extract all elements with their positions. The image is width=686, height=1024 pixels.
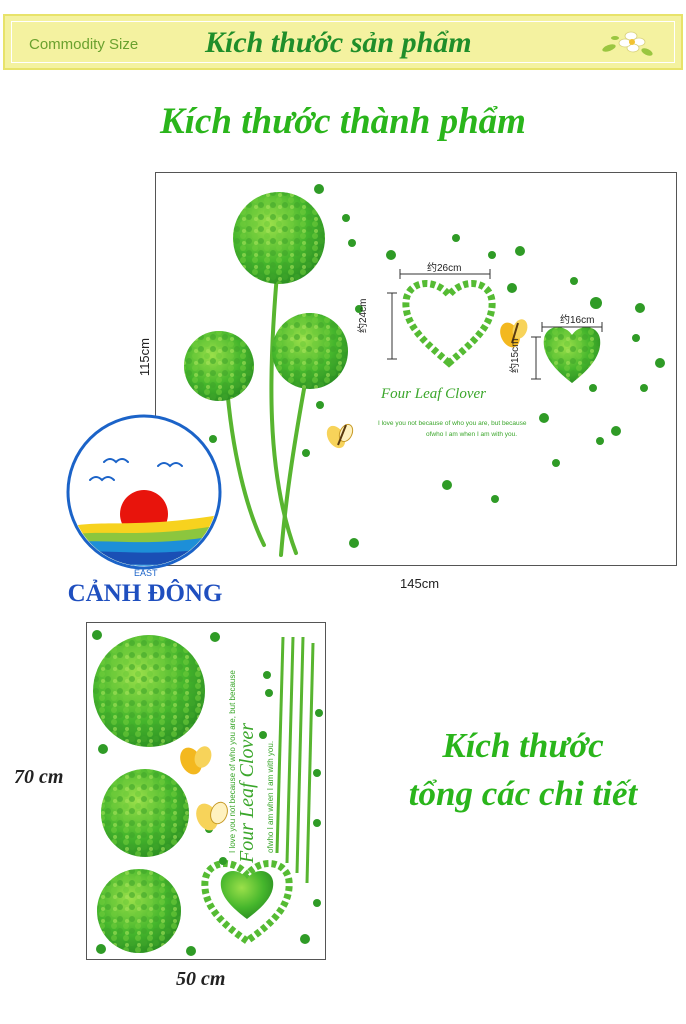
decal-title: Four Leaf Clover xyxy=(380,386,486,402)
finished-width-label: 145cm xyxy=(400,576,440,591)
decal-quote-line1: I love you not because of who you are, b… xyxy=(378,420,527,427)
parts-size-heading: Kích thước tổng các chi tiết xyxy=(360,722,686,818)
clover-ball-part xyxy=(101,769,189,857)
parts-sheet: Four Leaf Clover I love you not because … xyxy=(92,630,323,956)
parts-sheet-illustration: Four Leaf Clover I love you not because … xyxy=(86,622,326,960)
parts-width-label: 50 cm xyxy=(176,968,226,990)
clover-ball-part xyxy=(93,635,205,747)
flower-icon xyxy=(602,31,653,56)
butterfly-icon xyxy=(326,423,354,449)
clover-ball-right xyxy=(272,313,348,389)
brand-name: CẢNH ĐÔNG xyxy=(67,580,223,607)
heart-small-width-label: 约16cm xyxy=(560,313,594,326)
clover-ball-left xyxy=(184,331,254,401)
parts-heading-line1: Kích thước xyxy=(442,726,604,765)
logo-word: EAST xyxy=(134,568,158,578)
banner-title: Kích thước sản phẩm xyxy=(205,26,472,59)
heart-big-width-label: 约26cm xyxy=(427,261,461,274)
butterfly-icon xyxy=(196,801,228,831)
heart-small-height-label: 约15cm xyxy=(508,339,521,373)
decal-illustration: 约26cm 约24cm 约16cm 约15cm Four Leaf Clover… xyxy=(184,184,665,557)
parts-height-label: 70 cm xyxy=(14,766,64,788)
finished-size-heading: Kích thước thành phẩm xyxy=(160,101,526,142)
sheet-quote-line1: I love you not because of who you are, b… xyxy=(228,670,237,853)
butterfly-icon xyxy=(500,319,528,348)
sheet-decal-title: Four Leaf Clover xyxy=(236,723,258,864)
brand-logo: EAST xyxy=(66,414,222,578)
banner-label-en: Commodity Size xyxy=(29,36,139,53)
heart-big-height-label: 约24cm xyxy=(356,299,369,333)
finished-product-illustration: 约26cm 约24cm 约16cm 约15cm Four Leaf Clover… xyxy=(155,172,677,566)
banner-frame xyxy=(11,21,675,63)
clover-ball-part xyxy=(97,869,181,953)
sheet-quote-line2: ofwho I am when I am with you. xyxy=(266,741,275,853)
finished-height-label: 115cm xyxy=(137,338,152,377)
decal-quote-line2: ofwho I am when I am with you. xyxy=(426,431,517,438)
butterfly-icon xyxy=(180,746,212,775)
clover-ball-top xyxy=(233,192,325,284)
parts-heading-line2: tổng các chi tiết xyxy=(408,774,638,813)
header-banner: Commodity Size Kích thước sản phẩm xyxy=(3,14,683,70)
